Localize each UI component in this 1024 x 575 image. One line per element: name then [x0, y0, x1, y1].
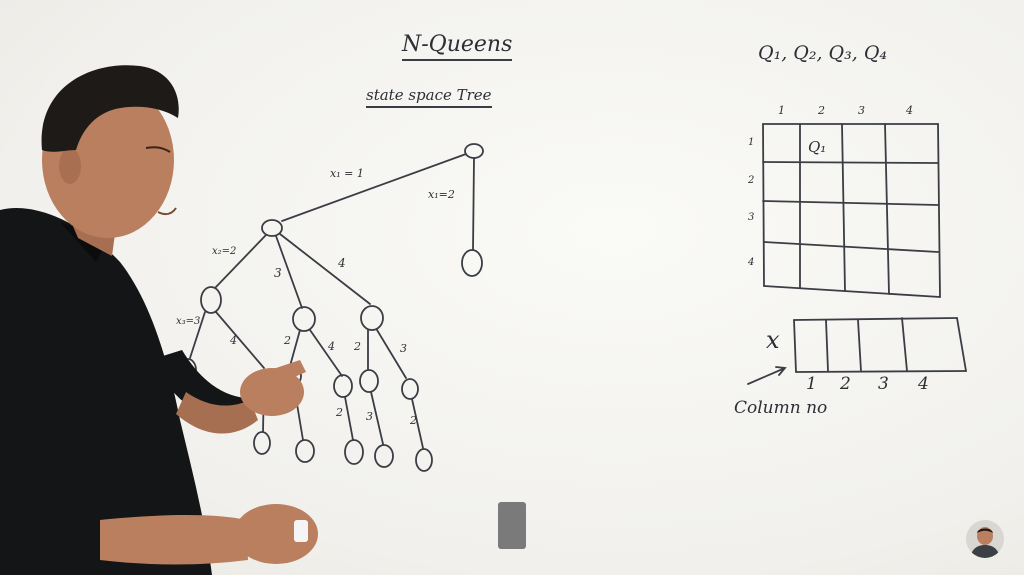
grid-row-label: 3 — [748, 212, 755, 223]
edge-label: 2 — [336, 406, 343, 419]
tree-node — [333, 374, 353, 398]
tree-node — [401, 378, 419, 400]
edge-label: 4 — [338, 256, 346, 270]
grid-col-label: 4 — [906, 104, 913, 117]
presenter-avatar-icon[interactable] — [966, 520, 1004, 558]
tree-node — [360, 305, 384, 331]
array-caption: Column no — [734, 398, 828, 418]
grid-row-label: 2 — [748, 175, 755, 186]
tree-node-x1-2 — [461, 249, 483, 277]
arrow-icon — [747, 366, 787, 385]
edge-label: 4 — [230, 334, 237, 347]
array-index: 4 — [918, 374, 929, 394]
edge-label: x₃=3 — [176, 316, 201, 327]
tree-node-x1-1 — [261, 219, 283, 237]
array-index: 2 — [840, 374, 851, 394]
tree-node — [200, 286, 222, 314]
grid-row-label: 1 — [748, 137, 755, 148]
edge-label: x₂=2 — [212, 246, 237, 257]
edge-label: x₁=2 — [428, 188, 455, 201]
edge-label: 2 — [354, 340, 361, 353]
edge-label: 3 — [366, 410, 373, 423]
board-title: N-Queens — [402, 32, 513, 61]
chess-grid — [762, 123, 941, 298]
grid-col-label: 3 — [858, 104, 865, 117]
array-index: 1 — [806, 374, 817, 394]
edge-label: 4 — [328, 340, 335, 353]
grid-row-label: 4 — [748, 257, 755, 268]
edge-label: x₁ = 1 — [330, 167, 364, 180]
pause-icon[interactable] — [498, 502, 526, 549]
presenter — [0, 65, 318, 575]
tree-node — [292, 306, 316, 332]
array-name: x — [766, 326, 780, 354]
grid-col-label: 2 — [818, 104, 825, 117]
array-index: 3 — [878, 374, 889, 394]
edge-label: 2 — [284, 334, 291, 347]
board-subtitle: state space Tree — [366, 86, 492, 108]
queens-list: Q₁, Q₂, Q₃, Q₄ — [758, 42, 888, 64]
grid-col-label: 1 — [778, 104, 785, 117]
tree-node — [253, 431, 271, 455]
tree-node — [374, 444, 394, 468]
tree-node — [415, 448, 433, 472]
tree-root-node — [464, 143, 484, 159]
tree-node — [359, 369, 379, 393]
grid-queen-mark: Q₁ — [808, 138, 827, 156]
edge-label: 2 — [410, 414, 417, 427]
solution-array — [793, 317, 967, 373]
tree-node — [344, 439, 364, 465]
edge-label: 3 — [274, 266, 282, 280]
edge-label: 3 — [400, 342, 407, 355]
tree-node — [295, 439, 315, 463]
